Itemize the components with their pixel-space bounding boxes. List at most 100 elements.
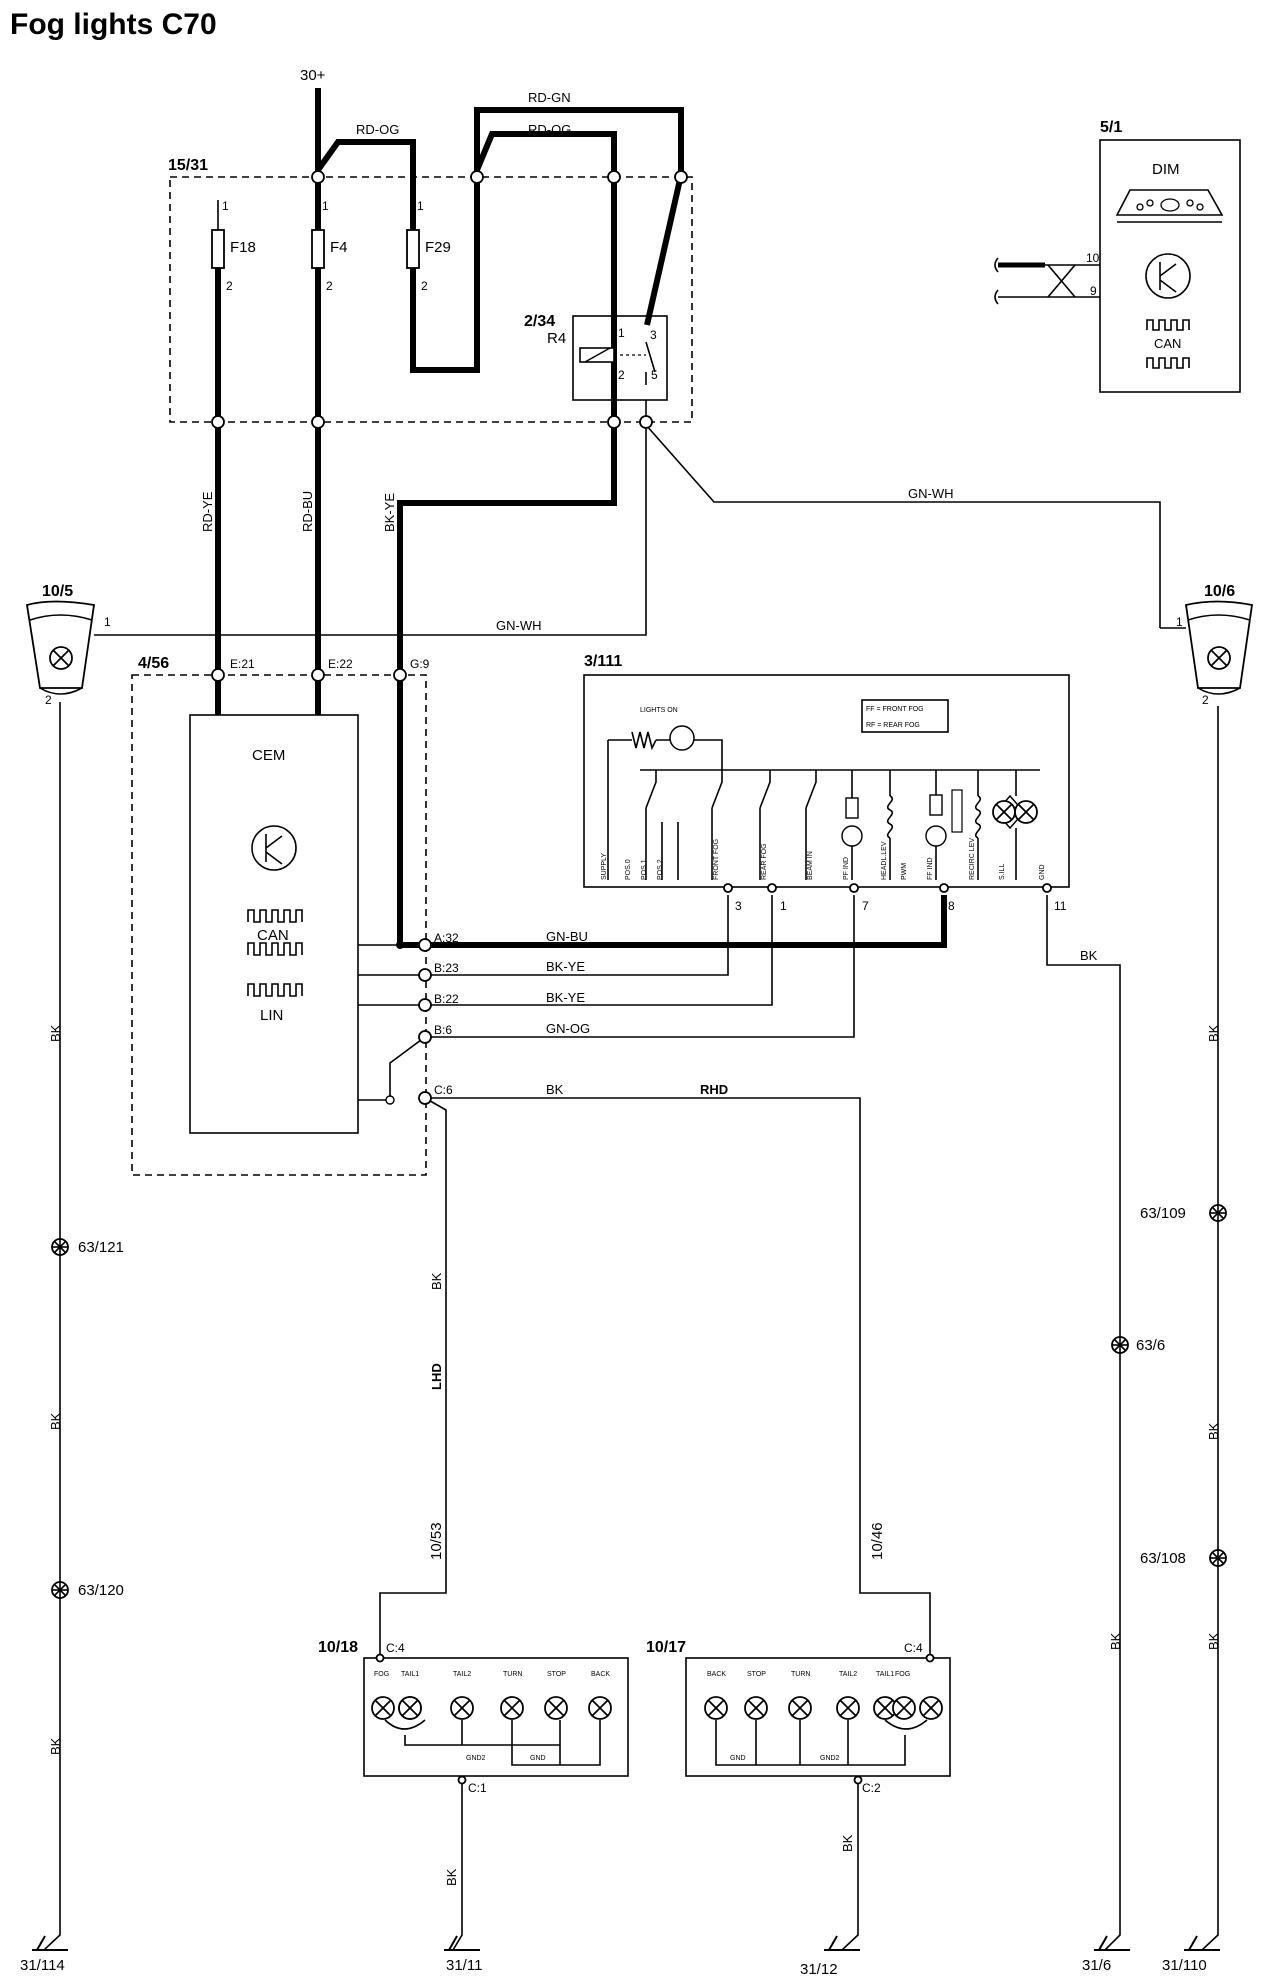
svg-text:C:4: C:4: [904, 1641, 923, 1655]
rr-lamp-fog-2: [919, 1696, 943, 1720]
svg-text:11: 11: [1054, 899, 1067, 913]
switch-terminal-0: SUPPLY: [601, 853, 608, 880]
wire-bk-c6: BK: [546, 1082, 564, 1097]
cem-name: CEM: [252, 747, 285, 764]
wire-10-46: 10/46: [869, 1522, 886, 1560]
front-fog-right: 10/6 1 2: [1160, 583, 1254, 707]
rl-lamp-turn: [500, 1696, 524, 1720]
rr-lamp-turn: [788, 1696, 812, 1720]
rr-lamp-back: [704, 1696, 728, 1720]
wire-10-53: 10/53: [428, 1522, 445, 1560]
wire-gn-bu: GN-BU: [546, 929, 588, 944]
wire-rd-gn: RD-GN: [528, 90, 571, 105]
svg-text:8: 8: [948, 899, 955, 913]
fuse-f18: F18 1 2: [211, 199, 256, 293]
svg-text:9: 9: [1090, 284, 1097, 298]
svg-text:5/1: 5/1: [1100, 119, 1122, 136]
svg-text:2: 2: [1202, 693, 1209, 707]
thick-wires: [215, 88, 947, 948]
svg-text:1: 1: [780, 899, 787, 913]
dim-module: 5/1 DIM CAN 10 9: [994, 119, 1241, 393]
switch-terminal-8: HEADL.LEV: [881, 841, 888, 880]
svg-text:1: 1: [104, 615, 111, 629]
wire-gn-wh-left: GN-WH: [496, 618, 542, 633]
wire-rd-og-1: RD-OG: [356, 122, 399, 137]
svg-text:1: 1: [1176, 615, 1183, 629]
rr-lamp-fog: [892, 1696, 916, 1720]
rl-label-stop: STOP: [547, 1671, 566, 1678]
wire-bk-sw11: BK: [1080, 948, 1098, 963]
svg-text:R4: R4: [547, 330, 566, 347]
svg-text:2: 2: [421, 279, 428, 293]
svg-text:10/5: 10/5: [42, 583, 73, 600]
svg-text:63/109: 63/109: [1140, 1205, 1186, 1222]
supply-label: 30+: [300, 67, 326, 84]
svg-text:63/6: 63/6: [1136, 1337, 1165, 1354]
cem-module: 4/56 CEM CAN LIN E:21 E:22 G:9 A:32 B:23…: [131, 655, 459, 1176]
rl-lamp-fog: [371, 1696, 395, 1720]
wire-gn-wh-right: GN-WH: [908, 486, 954, 501]
svg-text:CAN: CAN: [257, 927, 289, 944]
switch-terminal-1: POS.0: [625, 859, 632, 880]
label-rhd: RHD: [700, 1082, 728, 1097]
fuse-f4: F4 1 2: [311, 199, 348, 293]
svg-text:2: 2: [226, 279, 233, 293]
switch-terminal-6: BEAM IN: [807, 851, 814, 880]
svg-text:31/6: 31/6: [1082, 1957, 1111, 1974]
svg-text:B:22: B:22: [434, 992, 459, 1006]
rl-label-fog: FOG: [374, 1671, 389, 1678]
page-title: Fog lights C70: [10, 8, 217, 41]
fuse-f29: F29 1 2: [406, 199, 451, 293]
svg-text:7: 7: [862, 899, 869, 913]
svg-text:C:2: C:2: [862, 1781, 881, 1795]
svg-text:1: 1: [322, 199, 329, 213]
svg-text:5: 5: [651, 368, 658, 382]
svg-text:1: 1: [417, 199, 424, 213]
switch-terminal-5: REAR FOG: [761, 843, 768, 880]
wire-bk-ye-b23: BK-YE: [546, 959, 585, 974]
rr-label-stop: STOP: [747, 1671, 766, 1678]
svg-text:2: 2: [45, 693, 52, 707]
svg-text:3: 3: [735, 899, 742, 913]
svg-text:F29: F29: [425, 239, 451, 256]
label-lhd: LHD: [429, 1363, 444, 1390]
wire-bk-gnd-right: BK: [840, 1834, 855, 1852]
svg-text:10/17: 10/17: [646, 1639, 686, 1656]
wire-bk-gnd-left: BK: [444, 1868, 459, 1886]
svg-text:4/56: 4/56: [138, 655, 169, 672]
wire-bk-left-3: BK: [48, 1737, 63, 1755]
switch-terminal-4: FRONT FOG: [713, 839, 720, 880]
switch-terminal-12: S.ILL: [999, 864, 1006, 880]
svg-text:10/18: 10/18: [318, 1639, 358, 1656]
svg-text:C:6: C:6: [434, 1083, 453, 1097]
svg-text:GND2: GND2: [466, 1755, 486, 1762]
wire-bk-right-2: BK: [1206, 1422, 1221, 1440]
svg-text:LIN: LIN: [260, 1007, 283, 1024]
wire-rd-ye: RD-YE: [200, 491, 215, 532]
rr-label-fog: FOG: [895, 1671, 910, 1678]
svg-text:GND2: GND2: [820, 1755, 840, 1762]
switch-terminal-13: GND: [1039, 864, 1046, 880]
svg-text:A:32: A:32: [434, 931, 459, 945]
switch-terminal-3: POS.2: [657, 859, 664, 880]
rr-label-tail2: TAIL2: [839, 1671, 857, 1678]
splices: 63/121 63/120 63/109 63/6 63/108: [51, 1204, 1227, 1599]
svg-text:10: 10: [1086, 251, 1100, 265]
svg-text:2: 2: [326, 279, 333, 293]
wire-bk-ye-b22: BK-YE: [546, 990, 585, 1005]
fusebox: 15/31 F18 1 2 F4 1 2 F29 1 2 2/34 R: [168, 157, 693, 429]
svg-text:C:1: C:1: [468, 1781, 487, 1795]
svg-text:FF = FRONT FOG: FF = FRONT FOG: [866, 706, 924, 713]
svg-text:63/108: 63/108: [1140, 1550, 1186, 1567]
wire-bk-lhd: BK: [429, 1272, 444, 1290]
wire-bk-left-1: BK: [48, 1024, 63, 1042]
wire-rd-og-2: RD-OG: [528, 122, 571, 137]
wire-bk-63-6: BK: [1108, 1632, 1123, 1650]
relay-r4: 2/34 R4 1 3 2 5: [524, 313, 668, 425]
rr-label-back: BACK: [707, 1671, 726, 1678]
svg-text:10/6: 10/6: [1204, 583, 1235, 600]
